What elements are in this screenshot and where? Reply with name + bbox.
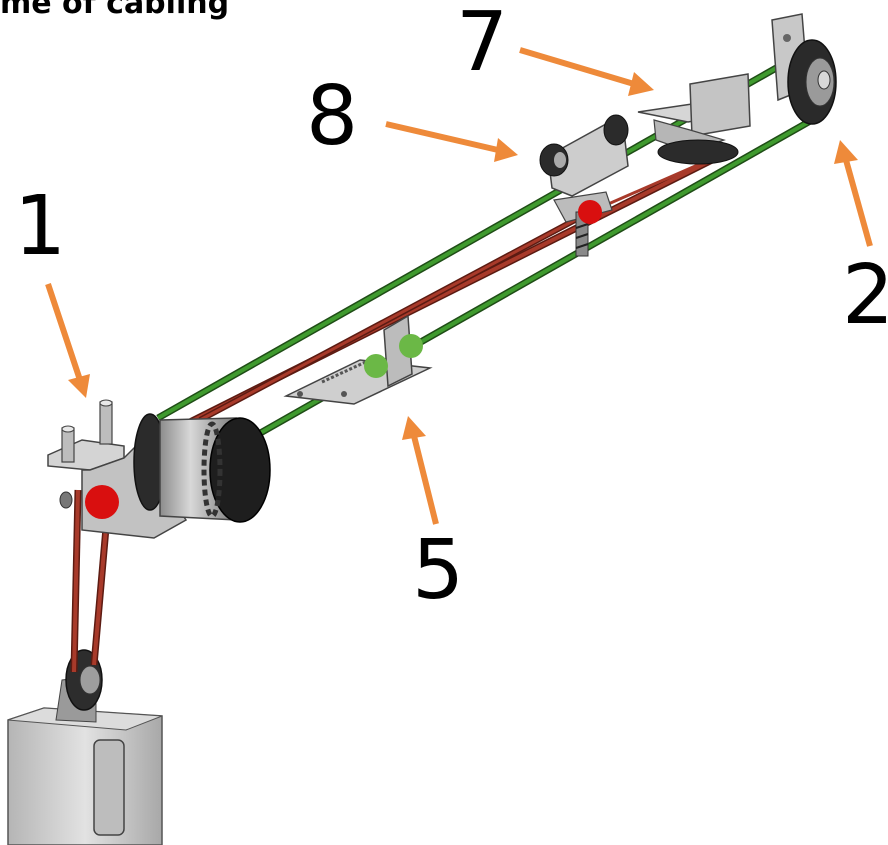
arrow-2 [834, 140, 873, 247]
tension-bracket [283, 314, 433, 405]
callout-7: 7 [456, 0, 509, 90]
arrow-7 [519, 47, 654, 96]
arrow-5 [402, 416, 439, 525]
green-marker-a [364, 354, 388, 378]
arrow-1 [45, 283, 90, 398]
callout-1: 1 [14, 179, 67, 274]
callout-2: 2 [842, 248, 888, 343]
upper-pulley-bracket [637, 73, 751, 165]
callout-8: 8 [306, 69, 359, 164]
drive-drum [133, 413, 271, 523]
green-marker-b [399, 334, 423, 358]
end-pulley [771, 13, 837, 125]
markers [85, 200, 602, 519]
red-marker-carriage [578, 200, 602, 224]
figure-title: me of cabling [0, 0, 230, 21]
callout-5: 5 [412, 523, 465, 618]
callout-arrows [45, 47, 873, 525]
red-marker-left [85, 485, 119, 519]
arrow-8 [385, 121, 518, 162]
